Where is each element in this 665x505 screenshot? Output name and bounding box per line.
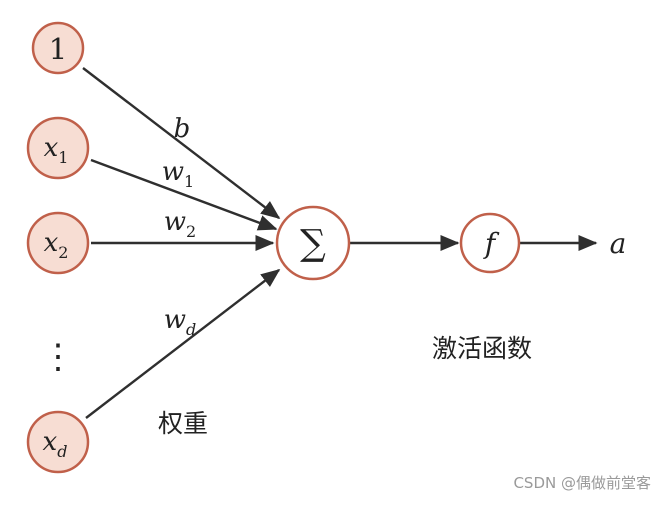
weight-w2-subscript: 2 <box>186 222 196 241</box>
input-node-x2-subscript: 2 <box>58 243 68 262</box>
input-node-xd: xd <box>26 410 90 474</box>
weight-wd-subscript: d <box>186 320 196 339</box>
watermark: CSDN @偶做前堂客 <box>513 474 651 492</box>
weight-wd-base: w <box>164 305 186 335</box>
output-label: a <box>610 227 627 260</box>
edge-bias-to-sum <box>82 67 281 219</box>
weight-bias-base: b <box>174 114 191 144</box>
weight-bias-label: b <box>174 114 191 144</box>
weight-w1-base: w <box>162 157 184 187</box>
input-ellipsis: ⋮ <box>41 337 75 377</box>
weight-wd-label: wd <box>164 305 197 339</box>
input-node-xd-subscript: d <box>57 442 67 461</box>
input-node-x1: x1 <box>26 116 90 180</box>
weights-caption: 权重 <box>158 409 208 438</box>
input-node-x1-subscript: 1 <box>58 148 68 167</box>
weight-w1-label: w1 <box>162 157 194 191</box>
svg-text:x1: x1 <box>44 133 69 167</box>
edge-xd-to-sum <box>85 269 281 419</box>
activation-node: f <box>459 212 521 274</box>
input-node-xd-base: x <box>43 427 58 457</box>
weight-w1-subscript: 1 <box>184 172 194 191</box>
input-node-x2-base: x <box>44 228 59 258</box>
svg-text:xd: xd <box>43 427 68 461</box>
svg-text:x2: x2 <box>44 228 69 262</box>
activation-function-caption: 激活函数 <box>432 334 532 363</box>
input-node-bias: 1 <box>31 21 85 75</box>
sum-symbol: ∑ <box>300 223 326 264</box>
input-node-bias-label: 1 <box>49 32 67 66</box>
input-node-x1-base: x <box>44 133 59 163</box>
weight-w2-base: w <box>164 207 186 237</box>
weight-w2-label: w2 <box>164 207 196 241</box>
edge-x1-to-sum <box>90 158 278 231</box>
input-node-x2: x2 <box>26 211 90 275</box>
sum-node: ∑ <box>275 205 351 281</box>
